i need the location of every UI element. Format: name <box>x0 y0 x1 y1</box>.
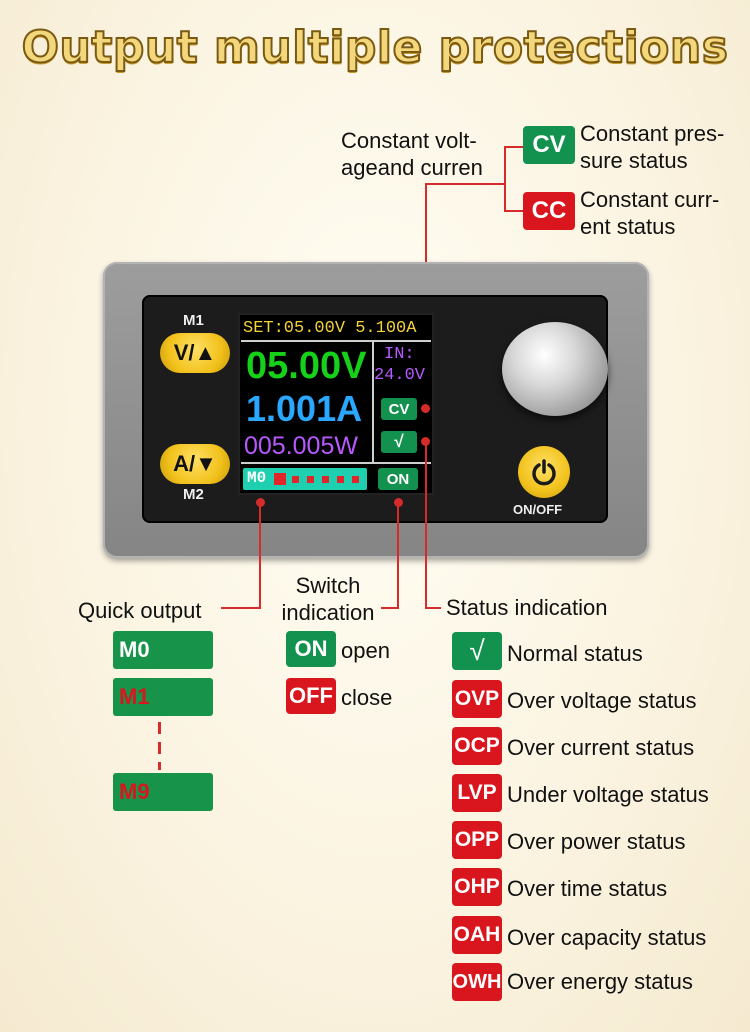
cv-desc: Constant pres- sure status <box>580 120 724 174</box>
status-ohp-text: Over time status <box>507 876 668 901</box>
m2-label: M2 <box>183 486 204 503</box>
memory-marker-dot <box>256 498 265 507</box>
cc-badge: CC <box>523 192 575 230</box>
cv-cc-label-line1: Constant volt- <box>341 128 477 153</box>
quick-output-m0: M0 <box>113 631 213 669</box>
cv-badge: CV <box>523 126 575 164</box>
screen-set-line: SET:05.00V 5.100A <box>243 319 417 338</box>
switch-indication-label: Switch indication <box>276 572 380 626</box>
power-icon <box>532 459 556 486</box>
switch-indication-line2: indication <box>281 600 375 625</box>
screen-in-value: 24.0V <box>374 366 426 385</box>
cv-marker-dot <box>421 404 430 413</box>
current-down-button[interactable]: A/▼ <box>160 444 230 484</box>
screen-status-indicator: √ <box>381 431 417 453</box>
cv-cc-connector-horizontal <box>425 183 505 185</box>
screen-memory-slot <box>292 476 299 483</box>
switch-connector-vertical <box>397 505 399 609</box>
status-indication-label: Status indication <box>446 595 608 620</box>
adjust-knob[interactable] <box>502 322 608 416</box>
quick-output-ellipsis-line <box>158 722 161 770</box>
cc-desc-line1: Constant curr- <box>580 187 720 212</box>
cv-bracket-tick <box>504 146 523 148</box>
onoff-label: ON/OFF <box>513 502 563 517</box>
switch-off-text: close <box>341 685 393 710</box>
switch-marker-dot <box>394 498 403 507</box>
screen-memory-slot-filled <box>274 473 286 485</box>
status-connector-horizontal <box>425 607 441 609</box>
quick-output-m1: M1 <box>113 678 213 716</box>
status-oah-badge: OAH <box>452 916 502 954</box>
quick-output-connector-vertical <box>259 505 261 609</box>
voltage-up-button[interactable]: V/▲ <box>160 333 230 373</box>
switch-connector-horizontal <box>381 607 399 609</box>
screen-current: 1.001A <box>246 388 363 429</box>
quick-output-label: Quick output <box>78 598 202 623</box>
cc-bracket-tick <box>504 210 523 212</box>
screen-memory-slot <box>352 476 359 483</box>
status-ovp-text: Over voltage status <box>507 688 697 713</box>
screen-power: 005.005W <box>244 432 358 460</box>
screen-divider-top <box>241 340 431 342</box>
screen-memory-slot <box>307 476 314 483</box>
status-marker-dot <box>421 437 430 446</box>
cv-cc-bracket <box>504 146 506 212</box>
power-button[interactable] <box>518 446 570 498</box>
status-connector-vertical <box>425 444 427 609</box>
cc-desc-line2: ent status <box>580 214 676 239</box>
screen-cv-indicator: CV <box>381 398 417 420</box>
status-ovp-badge: OVP <box>452 680 502 718</box>
status-lvp-badge: LVP <box>452 774 502 812</box>
m1-label: M1 <box>183 312 204 329</box>
screen-divider-bottom <box>241 462 431 464</box>
status-ocp-badge: OCP <box>452 727 502 765</box>
quick-output-connector-horizontal <box>221 607 261 609</box>
headline: Output multiple protections <box>21 21 729 74</box>
screen-voltage: 05.00V <box>246 345 367 387</box>
switch-on-badge: ON <box>286 631 336 667</box>
status-opp-text: Over power status <box>507 829 686 854</box>
quick-output-m9: M9 <box>113 773 213 811</box>
status-oah-text: Over capacity status <box>507 925 707 950</box>
status-normal-badge: √ <box>452 632 502 670</box>
screen-memory: M0 <box>247 469 267 487</box>
screen-memory-slot <box>337 476 344 483</box>
cv-desc-line2: sure status <box>580 148 688 173</box>
status-owh-text: Over energy status <box>507 969 693 994</box>
status-normal-text: Normal status <box>507 641 643 666</box>
screen-divider-vertical <box>372 342 374 462</box>
cv-cc-label: Constant volt- ageand curren <box>341 127 483 181</box>
cv-desc-line1: Constant pres- <box>580 121 725 146</box>
screen-memory-slot <box>322 476 329 483</box>
status-opp-badge: OPP <box>452 821 502 859</box>
screen-switch-indicator: ON <box>378 468 418 490</box>
status-ohp-badge: OHP <box>452 868 502 906</box>
cv-cc-label-line2: ageand curren <box>341 155 483 180</box>
switch-indication-line1: Switch <box>295 573 361 598</box>
screen-in-label: IN: <box>384 345 415 364</box>
switch-off-badge: OFF <box>286 678 336 714</box>
status-lvp-text: Under voltage status <box>507 782 709 807</box>
cc-desc: Constant curr- ent status <box>580 186 719 240</box>
status-ocp-text: Over current status <box>507 735 695 760</box>
switch-on-text: open <box>341 638 390 663</box>
status-owh-badge: OWH <box>452 963 502 1001</box>
